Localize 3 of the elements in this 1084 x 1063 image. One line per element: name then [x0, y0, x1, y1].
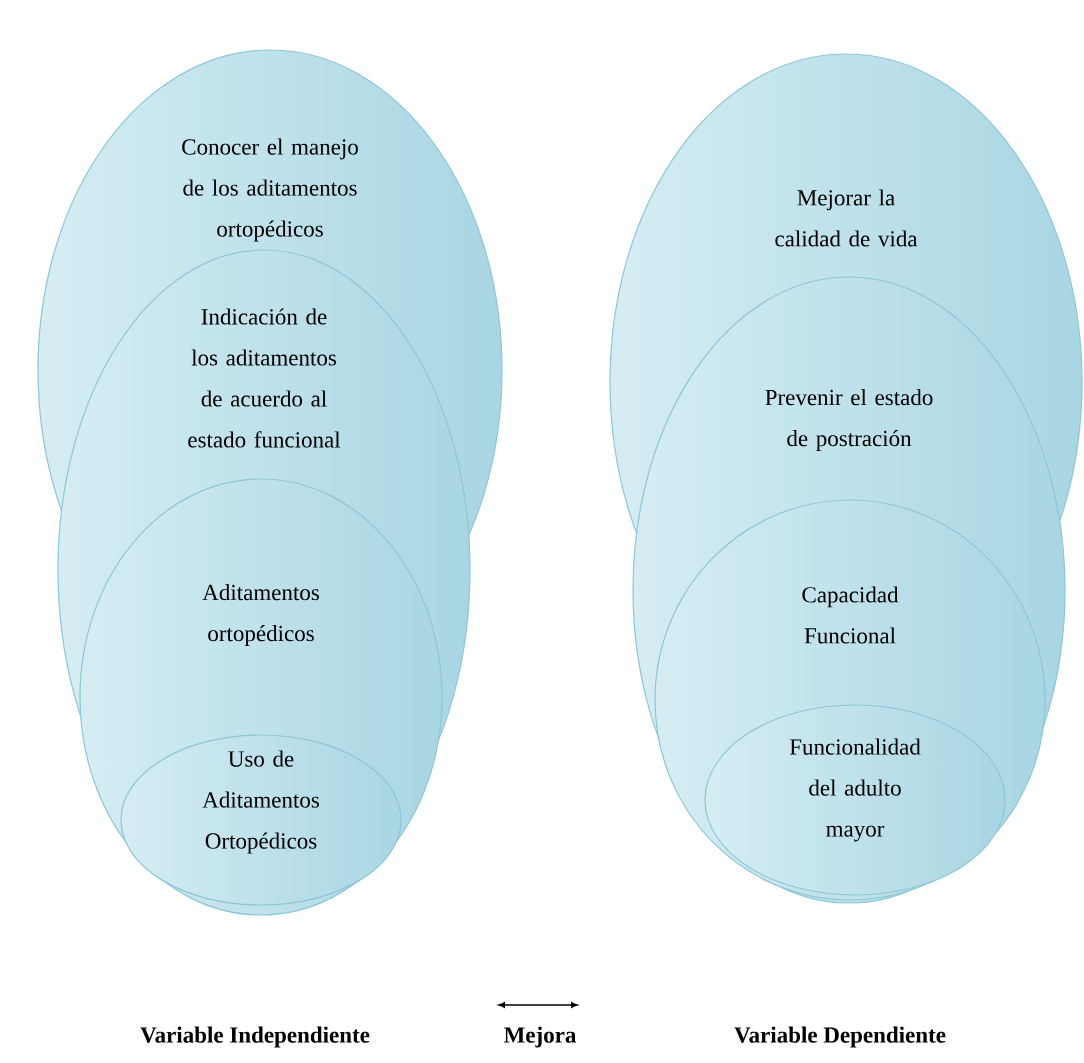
axis-label: Variable Dependiente	[734, 1026, 946, 1048]
axis-label: Variable Independiente	[140, 1026, 370, 1048]
axis-label: Mejora	[504, 1026, 577, 1048]
